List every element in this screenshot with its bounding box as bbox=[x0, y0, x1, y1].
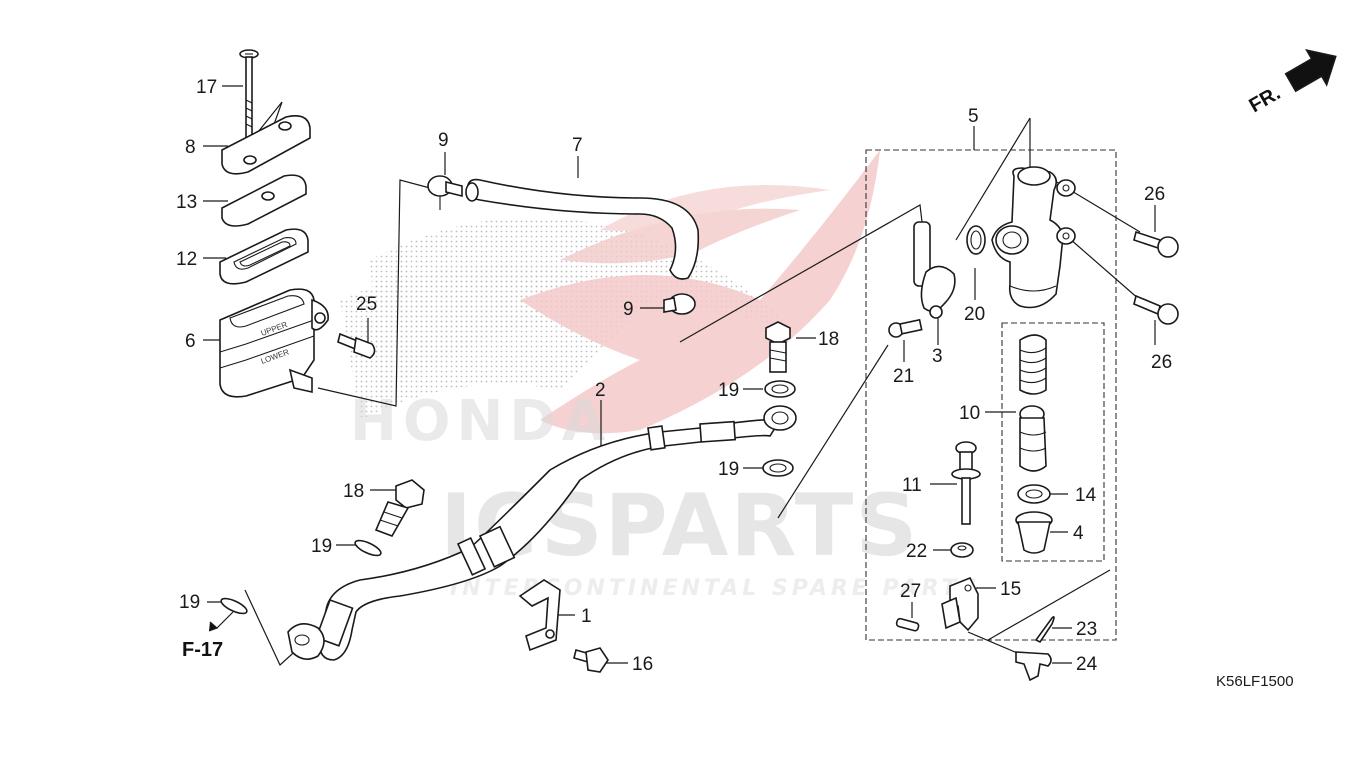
callout-10[interactable]: 10 bbox=[959, 403, 980, 424]
washer-19d bbox=[220, 597, 248, 615]
callout-23[interactable]: 23 bbox=[1076, 619, 1097, 640]
callout-13[interactable]: 13 bbox=[176, 192, 197, 213]
front-direction-label: FR. bbox=[1245, 82, 1284, 117]
screw-17 bbox=[239, 49, 259, 142]
callout-1[interactable]: 1 bbox=[581, 606, 592, 627]
hose-joint-3 bbox=[913, 221, 956, 319]
diaphragm-plate-13 bbox=[221, 174, 307, 227]
nut-22 bbox=[950, 542, 974, 558]
bolt-26a bbox=[1133, 230, 1179, 258]
assembly-box-10 bbox=[1001, 322, 1105, 562]
callout-9-lower[interactable]: 9 bbox=[623, 299, 634, 320]
brake-hose-2 bbox=[287, 405, 797, 661]
diagram-code: K56LF1500 bbox=[1216, 673, 1294, 690]
banjo-bolt-18a bbox=[765, 321, 791, 373]
reference-f17[interactable]: F-17 bbox=[182, 639, 223, 661]
banjo-bolt-18b bbox=[374, 479, 425, 537]
bolt-16 bbox=[573, 647, 609, 673]
cotter-pin-23 bbox=[1034, 616, 1055, 644]
callout-17[interactable]: 17 bbox=[196, 77, 217, 98]
callout-19-middle[interactable]: 19 bbox=[718, 459, 739, 480]
callout-12[interactable]: 12 bbox=[176, 249, 197, 270]
watermark-logo-text: HONDA bbox=[350, 389, 611, 454]
assembly-box-5 bbox=[865, 149, 1117, 641]
callout-26-upper[interactable]: 26 bbox=[1144, 184, 1165, 205]
callout-labels: 17 8 13 12 6 25 9 7 9 18 19 2 19 18 19 1… bbox=[176, 77, 1294, 690]
diaphragm-12 bbox=[219, 228, 309, 285]
piston-set-10 bbox=[1019, 334, 1047, 472]
boot-4 bbox=[1015, 511, 1053, 554]
hose-clamp-9b bbox=[663, 293, 696, 315]
reservoir-6: UPPER LOWER bbox=[219, 288, 329, 398]
screw-21 bbox=[888, 318, 923, 338]
washer-19b bbox=[762, 459, 794, 477]
callout-26-lower[interactable]: 26 bbox=[1151, 352, 1172, 373]
washer-19a bbox=[764, 380, 796, 398]
o-ring-20 bbox=[966, 225, 986, 255]
callout-19-left[interactable]: 19 bbox=[311, 536, 332, 557]
callout-7[interactable]: 7 bbox=[572, 135, 583, 156]
callout-18-left[interactable]: 18 bbox=[343, 481, 364, 502]
pin-27 bbox=[895, 617, 920, 632]
reservoir-cap-8 bbox=[221, 115, 311, 175]
callout-6[interactable]: 6 bbox=[185, 331, 196, 352]
callout-8[interactable]: 8 bbox=[185, 137, 196, 158]
watermark-logo: HONDA bbox=[340, 150, 880, 454]
callout-3[interactable]: 3 bbox=[932, 346, 943, 367]
clevis-15 bbox=[941, 576, 979, 632]
push-rod-11 bbox=[951, 441, 981, 525]
callout-25[interactable]: 25 bbox=[356, 294, 377, 315]
callout-27[interactable]: 27 bbox=[900, 581, 921, 602]
callout-11[interactable]: 11 bbox=[902, 475, 922, 496]
washer-19c bbox=[354, 539, 382, 557]
hose-clamp-9a bbox=[427, 175, 463, 210]
callout-19-far-left[interactable]: 19 bbox=[179, 592, 200, 613]
callout-18-right[interactable]: 18 bbox=[818, 329, 839, 350]
circlip-14 bbox=[1017, 484, 1051, 504]
callout-4[interactable]: 4 bbox=[1073, 523, 1084, 544]
front-direction-indicator: FR. bbox=[1245, 49, 1337, 117]
callout-9-top[interactable]: 9 bbox=[438, 130, 449, 151]
callout-24[interactable]: 24 bbox=[1076, 654, 1098, 675]
joint-24 bbox=[1015, 651, 1052, 682]
callout-22[interactable]: 22 bbox=[906, 541, 927, 562]
callout-16[interactable]: 16 bbox=[632, 654, 653, 675]
master-cylinder-5 bbox=[991, 166, 1076, 309]
reservoir-hose-7 bbox=[465, 178, 700, 280]
hose-bracket-1 bbox=[518, 579, 561, 652]
callout-21[interactable]: 21 bbox=[893, 366, 914, 387]
callout-5[interactable]: 5 bbox=[968, 106, 979, 127]
callout-2[interactable]: 2 bbox=[595, 380, 606, 401]
bolt-26b bbox=[1133, 294, 1179, 325]
callout-15[interactable]: 15 bbox=[1000, 579, 1021, 600]
bolt-25 bbox=[337, 332, 376, 359]
callout-19-upper[interactable]: 19 bbox=[718, 380, 739, 401]
callout-14[interactable]: 14 bbox=[1075, 485, 1097, 506]
callout-20[interactable]: 20 bbox=[964, 304, 985, 325]
